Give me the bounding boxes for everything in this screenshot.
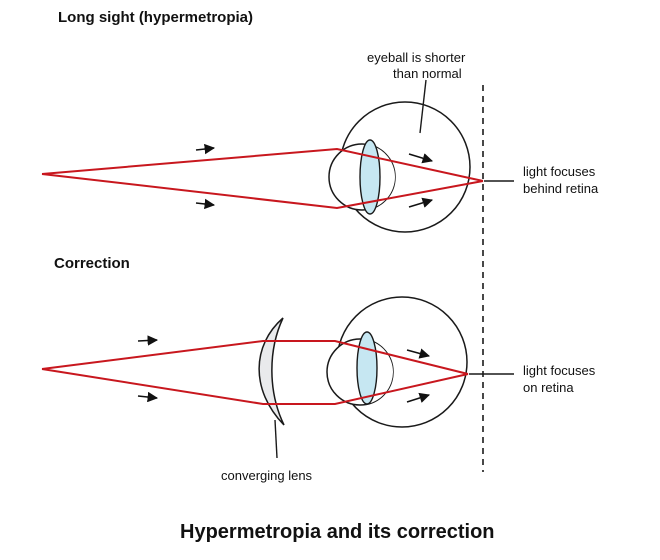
focus-on-line1: light focuses	[523, 363, 596, 378]
top-eye-lens	[359, 139, 381, 215]
focus-behind-line2: behind retina	[523, 181, 599, 196]
eyeball-note-line2: than normal	[393, 66, 462, 81]
converging-lens	[258, 317, 285, 426]
focus-on-line2: on retina	[523, 380, 574, 395]
bottom-ray-arrows	[137, 335, 431, 403]
lens-label: converging lens	[221, 468, 313, 483]
bottom-light-rays	[41, 340, 469, 405]
eyeball-note-pointer	[419, 79, 427, 134]
correction-heading: Correction	[54, 255, 130, 272]
bottom-eyeball	[326, 296, 468, 428]
figure-caption: Hypermetropia and its correction	[180, 521, 495, 543]
top-heading: Long sight (hypermetropia)	[58, 9, 253, 26]
focus-behind-line1: light focuses	[523, 164, 596, 179]
top-eyeball	[328, 101, 471, 233]
top-light-rays	[41, 147, 484, 210]
eyeball-note-line1: eyeball is shorter	[367, 50, 466, 65]
bottom-eye-lens	[356, 331, 378, 405]
top-ray-arrows	[195, 143, 434, 210]
lens-label-pointer	[274, 419, 278, 459]
